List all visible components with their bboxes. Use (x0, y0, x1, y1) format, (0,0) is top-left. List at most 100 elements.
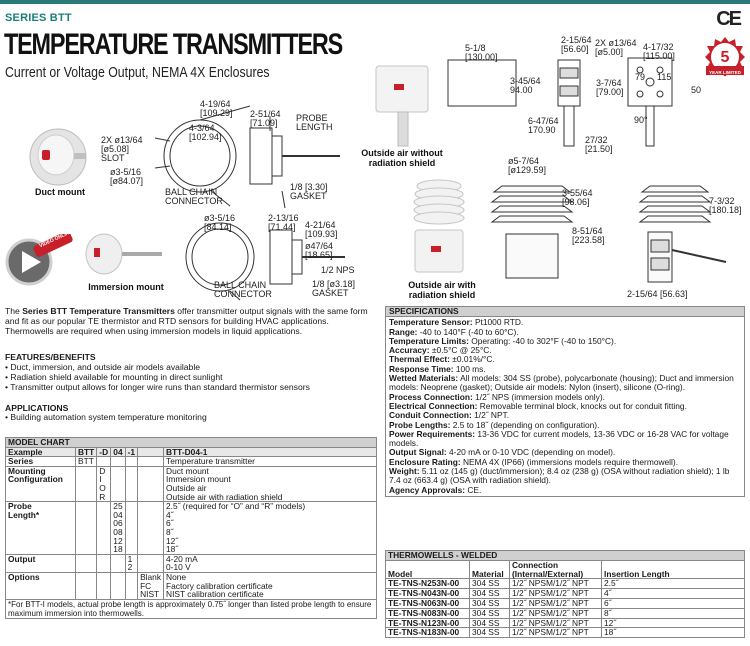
shield-dim-1: ø5-7/64 [ø129.59] (508, 156, 547, 175)
oa-dim-4: 2-15/64 [56.60] (561, 35, 592, 54)
duct-dim-1: 4-19/64 [109.29] (200, 99, 233, 118)
list-item: • Radiation shield available for mountin… (5, 372, 223, 382)
ce-mark: CE (716, 8, 742, 30)
warranty-text: YEAR LIMITED WARRANTY (709, 70, 741, 80)
video-play-icon[interactable] (5, 234, 75, 288)
duct-dim-6: 2-51/64 [71.09] (250, 109, 281, 128)
features-heading: FEATURES/BENEFITS (5, 352, 96, 362)
oa-dim-6: 4-17/32 [115.00] (643, 42, 675, 61)
model-chart-table: MODEL CHART Example BTT -D 04 -1 BTT-D04… (5, 437, 377, 619)
spec-item: Temperature Sensor: Pt1000 RTD. (389, 317, 524, 328)
warranty-number: 5 (721, 49, 730, 66)
duct-dim-8: 1/8 [3.30] GASKET (290, 182, 328, 201)
spec-item: Probe Lengths: 2.5 to 18˝ (depending on … (389, 419, 600, 430)
table-header: Connection (Internal/External) (509, 559, 602, 580)
thermowells-title: THERMOWELLS - WELDED (385, 550, 745, 561)
spec-item: Response Time: 100 ms. (389, 363, 486, 374)
spec-item: Conduit Connection: 1/2˝ NPT. (389, 410, 510, 421)
spec-item: Process Connection: 1/2˝ NPS (immersion … (389, 391, 605, 402)
oa-dim-11: 90° (634, 115, 648, 125)
oa-dim-5: 2X ø13/64 [ø5.00] (595, 38, 637, 57)
warranty-badge-icon: 5 (705, 37, 745, 77)
thermowells-table: THERMOWELLS - WELDED Model Material Conn… (385, 550, 745, 639)
spec-item: Output Signal: 4-20 mA or 0-10 VDC (depe… (389, 447, 616, 458)
shield-dim-4: 7-3/32 [180.18] (709, 196, 742, 215)
duct-dim-5: BALL CHAIN CONNECTOR (165, 187, 223, 206)
outside-air-photo (375, 65, 429, 147)
oa-dim-2: 3-45/64 94.00 (510, 76, 541, 95)
spec-item: Accuracy: ±0.5°C @ 25°C. (389, 345, 492, 356)
shield-dim-5: 2-15/64 [56.63] (627, 289, 688, 299)
spec-item: Range: -40 to 140°F (-40 to 60°C). (389, 326, 519, 337)
table-header: Insertion Length (601, 559, 745, 580)
intro-product-name: Series BTT Temperature Transmitters (22, 306, 175, 316)
oa-dim-7: 3-7/64 [79.00] (596, 78, 624, 97)
outside-air-label: Outside air without radiation shield (361, 148, 443, 168)
immersion-mount-photo (85, 233, 162, 275)
radiation-shield-photo (413, 179, 465, 273)
applications-list: • Building automation system temperature… (5, 412, 207, 422)
table-row: *For BTT-I models, actual probe length i… (5, 598, 377, 619)
oa-dim-3: 6-47/64 170.90 (528, 116, 559, 135)
table-header: -D (96, 446, 112, 458)
duct-mount-label: Duct mount (35, 187, 85, 197)
spec-item: Power Requirements: 13-36 VDC for curren… (389, 428, 729, 449)
table-header (137, 446, 165, 458)
list-item: • Building automation system temperature… (5, 412, 207, 422)
imm-dim-2: 2-13/16 [71.44] (268, 213, 299, 232)
spec-item: Wetted Materials: All models: 304 SS (pr… (389, 373, 734, 393)
spec-item: Electrical Connection: Removable termina… (389, 400, 687, 411)
table-header: Model (385, 559, 470, 580)
imm-dim-3: 4-21/64 [109.93] (305, 220, 338, 239)
imm-dim-5: 1/2 NPS (321, 265, 355, 275)
table-header: -1 (124, 446, 139, 458)
table-header: Material (469, 559, 510, 580)
page-title: TEMPERATURE TRANSMITTERS (4, 28, 343, 61)
radiation-shield-drawing (490, 185, 727, 283)
shield-dim-3: 8-51/64 [223.58] (572, 226, 605, 245)
immersion-mount-label: Immersion mount (88, 282, 164, 292)
immersion-mount-drawing (185, 222, 345, 301)
oa-dim-8: 79 (635, 72, 646, 82)
features-list: • Duct, immersion, and outside air model… (5, 362, 310, 392)
imm-dim-4: ø47/64 [18.65] (305, 241, 334, 260)
duct-dim-4: ø3-5/16 [ø84.07] (110, 167, 144, 186)
table-header: 04 (110, 446, 126, 458)
imm-dim-6: BALL CHAIN CONNECTOR (214, 280, 272, 299)
duct-dim-3: 2X ø13/64 [ø5.08] SLOT (101, 135, 143, 163)
page-subtitle: Current or Voltage Output, NEMA 4X Enclo… (5, 64, 270, 81)
top-rule (0, 0, 750, 4)
oa-dim-10: 50 (691, 85, 702, 95)
oa-dim-1: 5-1/8 [130.00] (465, 43, 498, 62)
specifications-box: SPECIFICATIONS Temperature Sensor: Pt100… (385, 306, 745, 497)
model-chart-footnote: *For BTT-I models, actual probe length i… (5, 598, 377, 619)
spec-item: Thermal Effect: ±0.01%/°C. (389, 354, 495, 365)
oa-dim-9: 115 (657, 72, 672, 82)
imm-dim-7: 1/8 [ø3.18] GASKET (312, 279, 356, 298)
specifications-body: Temperature Sensor: Pt1000 RTD. Range: -… (386, 317, 744, 496)
duct-mount-photo (29, 128, 87, 186)
list-item: • Transmitter output allows for longer w… (5, 382, 310, 392)
series-label: SERIES BTT (5, 12, 72, 24)
intro-paragraph: The Series BTT Temperature Transmitters … (5, 306, 368, 336)
outside-air-drawing (447, 57, 673, 147)
spec-item: Temperature Limits: Operating: -40 to 30… (389, 335, 617, 346)
radiation-shield-label: Outside air with radiation shield (408, 280, 476, 300)
table-row: Series BTT Temperature transmitter (5, 456, 377, 467)
spec-item: Weight: 5.11 oz (145 g) (duct/immersion)… (389, 466, 730, 486)
shield-dim-2: 3-55/64 [98.06] (562, 188, 593, 207)
specifications-heading: SPECIFICATIONS (386, 306, 744, 318)
oa-dim-12: 27/32 [21.50] (585, 135, 613, 154)
list-item: • Duct, immersion, and outside air model… (5, 362, 201, 372)
applications-heading: APPLICATIONS (5, 403, 69, 413)
imm-dim-1: ø3-5/16 [84.14] (204, 213, 236, 232)
spec-item: Agency Approvals: CE. (389, 484, 482, 495)
